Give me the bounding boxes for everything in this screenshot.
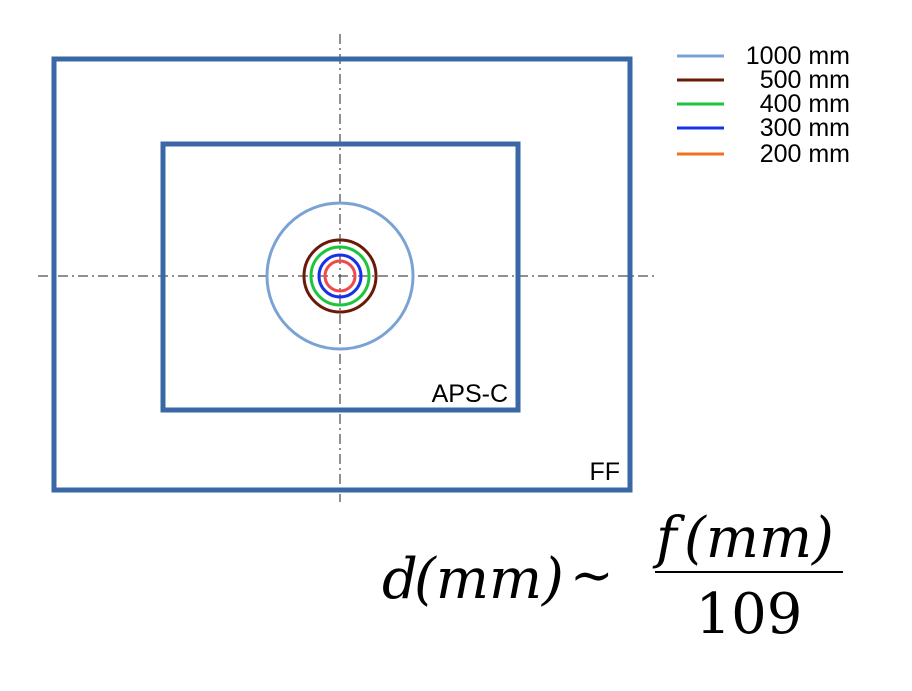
formula-denominator: 109 — [696, 582, 803, 647]
legend: 1000 mm 500 mm 400 mm 300 mm 200 mm — [677, 42, 850, 168]
formula-lhs-var: d — [382, 547, 418, 612]
formula-relation: ∼ — [570, 546, 614, 606]
circle-1000mm — [265, 201, 415, 351]
legend-label-1000mm: 1000 mm — [746, 42, 850, 70]
legend-label-200mm: 200 mm — [760, 140, 850, 168]
formula-num-unit: (mm) — [684, 506, 834, 571]
legend-label-400mm: 400 mm — [760, 90, 850, 118]
circle-200mm — [323, 259, 357, 293]
legend-label-500mm: 500 mm — [760, 66, 850, 94]
formula-num-var: f — [652, 506, 686, 571]
legend-label-300mm: 300 mm — [760, 114, 850, 142]
ff-label: FF — [589, 458, 620, 486]
circle-400mm — [309, 245, 371, 307]
circle-500mm — [302, 238, 378, 314]
ff-frame — [51, 56, 633, 493]
circle-300mm — [317, 253, 363, 299]
apsc-frame — [160, 141, 521, 413]
apsc-label: APS-C — [432, 380, 508, 408]
formula-lhs-unit: (mm) — [414, 547, 564, 612]
formula: d (mm) ∼ f (mm) 109 — [382, 506, 843, 647]
